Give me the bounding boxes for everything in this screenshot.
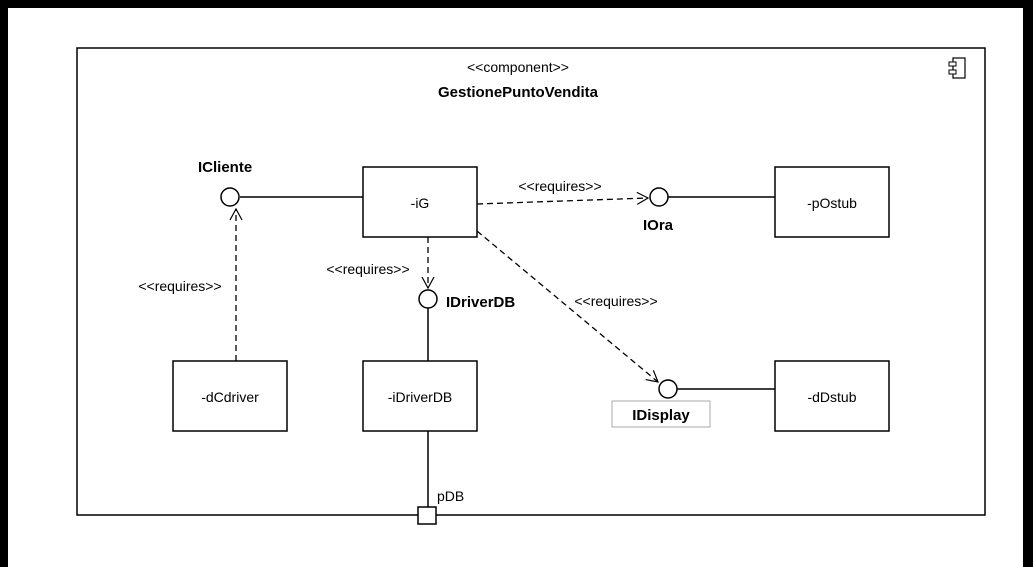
dependency-dcdriver-icliente[interactable]: <<requires>> [138, 207, 243, 361]
port-pdb[interactable]: pDB [417, 431, 464, 525]
part-idriverdb[interactable]: -iDriverDB [362, 360, 478, 432]
dependency-ig-idisplay-label: <<requires>> [574, 293, 657, 309]
interface-idisplay[interactable]: IDisplay [611, 379, 775, 428]
interface-icliente[interactable]: ICliente [198, 159, 363, 207]
part-postub[interactable]: -pOstub [774, 166, 890, 238]
part-ddstub[interactable]: -dDstub [774, 360, 890, 432]
part-idriverdb-label: -iDriverDB [388, 389, 453, 405]
component-stereotype: <<component>> [467, 59, 569, 75]
interface-iora-label: IOra [643, 217, 674, 234]
dependency-dcdriver-icliente-label: <<requires>> [138, 278, 221, 294]
component-icon [948, 57, 966, 79]
part-ig-label: -iG [411, 195, 430, 211]
port-pdb-label: pDB [437, 488, 464, 504]
component-name: GestionePuntoVendita [438, 84, 599, 101]
component-frame[interactable] [76, 47, 986, 516]
interface-icliente-label: ICliente [198, 159, 252, 176]
dependency-ig-iora-label: <<requires>> [518, 178, 601, 194]
interface-idisplay-label: IDisplay [632, 407, 690, 424]
interface-iora[interactable]: IOra [643, 187, 775, 234]
interface-idriverdb-label: IDriverDB [446, 294, 515, 311]
dependency-ig-idriverdb[interactable]: <<requires>> [326, 237, 435, 290]
part-postub-label: -pOstub [807, 195, 857, 211]
part-ig[interactable]: -iG [362, 166, 478, 238]
dependency-ig-iora[interactable]: <<requires>> [476, 178, 650, 205]
interface-idriverdb[interactable]: IDriverDB [418, 289, 515, 361]
dependency-ig-idisplay[interactable]: <<requires>> [476, 230, 659, 383]
part-dcdriver[interactable]: -dCdriver [172, 360, 288, 432]
part-dcdriver-label: -dCdriver [201, 389, 259, 405]
part-ddstub-label: -dDstub [807, 389, 856, 405]
dependency-ig-idriverdb-label: <<requires>> [326, 261, 409, 277]
